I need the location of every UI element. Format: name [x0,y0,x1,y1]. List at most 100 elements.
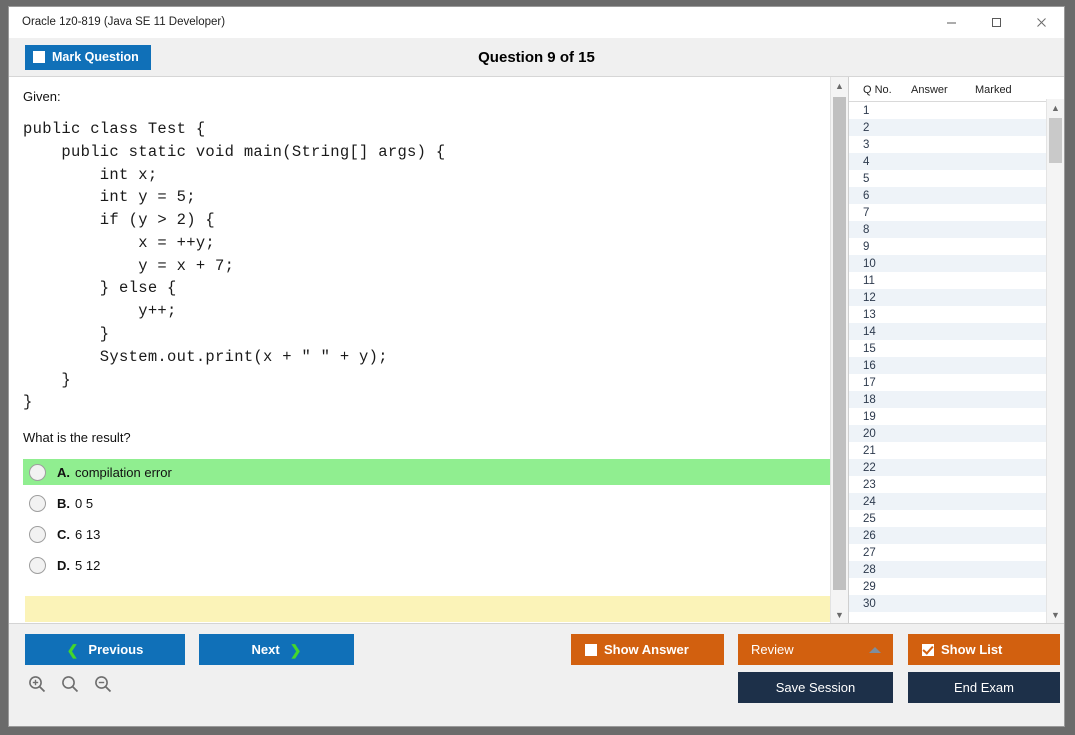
row-question-number: 15 [863,342,876,355]
question-list-row[interactable]: 15 [849,340,1046,357]
show-answer-button[interactable]: Show Answer [571,634,724,665]
question-list-row[interactable]: 28 [849,561,1046,578]
content-scrollbar-thumb[interactable] [833,97,846,590]
close-icon[interactable] [1019,7,1064,37]
row-question-number: 26 [863,529,876,542]
save-session-button[interactable]: Save Session [738,672,893,703]
option-letter-c: C. [57,526,70,542]
row-question-number: 14 [863,325,876,338]
question-list-row[interactable]: 26 [849,527,1046,544]
question-list-row[interactable]: 23 [849,476,1046,493]
question-content-pane: Given: public class Test { public static… [9,77,849,623]
radio-icon-c[interactable] [29,525,46,543]
content-scrollbar[interactable]: ▲ ▼ [830,77,848,623]
review-dropdown[interactable]: Review [738,634,893,665]
explanation-strip [25,596,832,623]
question-header-bar: Mark Question Question 9 of 15 [9,38,1064,77]
question-list-row[interactable]: 13 [849,306,1046,323]
show-list-button[interactable]: Show List [908,634,1060,665]
next-button[interactable]: Next ❯ [199,634,354,665]
row-question-number: 24 [863,495,876,508]
list-scroll-down-icon[interactable]: ▼ [1051,609,1060,620]
maximize-icon[interactable] [974,7,1019,37]
previous-label: Previous [88,642,144,657]
question-list-row[interactable]: 2 [849,119,1046,136]
chevron-up-icon [869,646,881,653]
question-list-row[interactable]: 7 [849,204,1046,221]
question-list-row[interactable]: 9 [849,238,1046,255]
question-list-row[interactable]: 6 [849,187,1046,204]
question-list-row[interactable]: 10 [849,255,1046,272]
answer-option-b[interactable]: B. 0 5 [23,490,834,516]
row-question-number: 23 [863,478,876,491]
question-list-row[interactable]: 27 [849,544,1046,561]
question-list-row[interactable]: 16 [849,357,1046,374]
row-question-number: 30 [863,597,876,610]
end-exam-button[interactable]: End Exam [908,672,1060,703]
question-list-scrollbar[interactable]: ▲ ▼ [1046,99,1064,623]
question-list-row[interactable]: 20 [849,425,1046,442]
column-header-answer: Answer [911,84,948,96]
question-list-row[interactable]: 29 [849,578,1046,595]
mark-question-checkbox[interactable] [33,51,45,63]
question-list-scrollbar-thumb[interactable] [1049,118,1062,163]
zoom-in-icon[interactable] [25,672,49,696]
column-header-marked: Marked [975,84,1012,96]
chevron-right-icon: ❯ [289,641,302,658]
question-list-row[interactable]: 17 [849,374,1046,391]
content-scroll-up-icon[interactable]: ▲ [835,80,844,91]
answer-option-d[interactable]: D. 5 12 [23,552,834,578]
row-question-number: 3 [863,138,870,151]
answer-option-c[interactable]: C. 6 13 [23,521,834,547]
title-bar: Oracle 1z0-819 (Java SE 11 Developer) [9,7,1064,38]
row-question-number: 4 [863,155,870,168]
review-label: Review [751,642,794,657]
row-question-number: 1 [863,104,870,117]
list-scroll-up-icon[interactable]: ▲ [1051,102,1060,113]
footer-toolbar: ❮ Previous Next ❯ Show Answer Review Sho… [9,623,1064,726]
question-content: Given: public class Test { public static… [9,77,848,623]
question-list-row[interactable]: 14 [849,323,1046,340]
zoom-controls [25,672,115,696]
row-question-number: 8 [863,223,870,236]
question-list-row[interactable]: 8 [849,221,1046,238]
show-answer-checkbox[interactable] [585,643,597,656]
row-question-number: 25 [863,512,876,525]
question-list-row[interactable]: 1 [849,102,1046,119]
question-list-row[interactable]: 30 [849,595,1046,612]
question-list-row[interactable]: 24 [849,493,1046,510]
question-list-row[interactable]: 12 [849,289,1046,306]
question-list-row[interactable]: 25 [849,510,1046,527]
question-list-row[interactable]: 21 [849,442,1046,459]
answer-option-a[interactable]: A. compilation error [23,459,834,486]
option-letter-a: A. [57,464,70,480]
mark-question-label: Mark Question [52,50,139,64]
mark-question-button[interactable]: Mark Question [25,44,151,70]
zoom-out-icon[interactable] [91,672,115,696]
minimize-icon[interactable] [929,7,974,37]
question-list-row[interactable]: 22 [849,459,1046,476]
row-question-number: 2 [863,121,870,134]
radio-icon-a[interactable] [29,463,46,481]
window-title: Oracle 1z0-819 (Java SE 11 Developer) [22,16,226,28]
chevron-left-icon: ❮ [66,641,79,658]
question-list-row[interactable]: 18 [849,391,1046,408]
row-question-number: 10 [863,257,876,270]
row-question-number: 22 [863,461,876,474]
content-scroll-down-icon[interactable]: ▼ [835,609,844,620]
show-list-checkbox[interactable] [922,643,934,656]
previous-button[interactable]: ❮ Previous [25,634,185,665]
question-list-row[interactable]: 19 [849,408,1046,425]
question-list-row[interactable]: 4 [849,153,1046,170]
question-list-row[interactable]: 11 [849,272,1046,289]
row-question-number: 13 [863,308,876,321]
question-list-row[interactable]: 5 [849,170,1046,187]
zoom-reset-icon[interactable] [58,672,82,696]
radio-icon-b[interactable] [29,494,46,512]
question-list-row[interactable]: 3 [849,136,1046,153]
column-header-qno: Q No. [863,84,892,96]
answer-options-list: A. compilation error B. 0 5 C. 6 13 [23,459,834,578]
radio-icon-d[interactable] [29,556,46,574]
given-label: Given: [23,89,61,104]
end-exam-label: End Exam [954,680,1014,695]
